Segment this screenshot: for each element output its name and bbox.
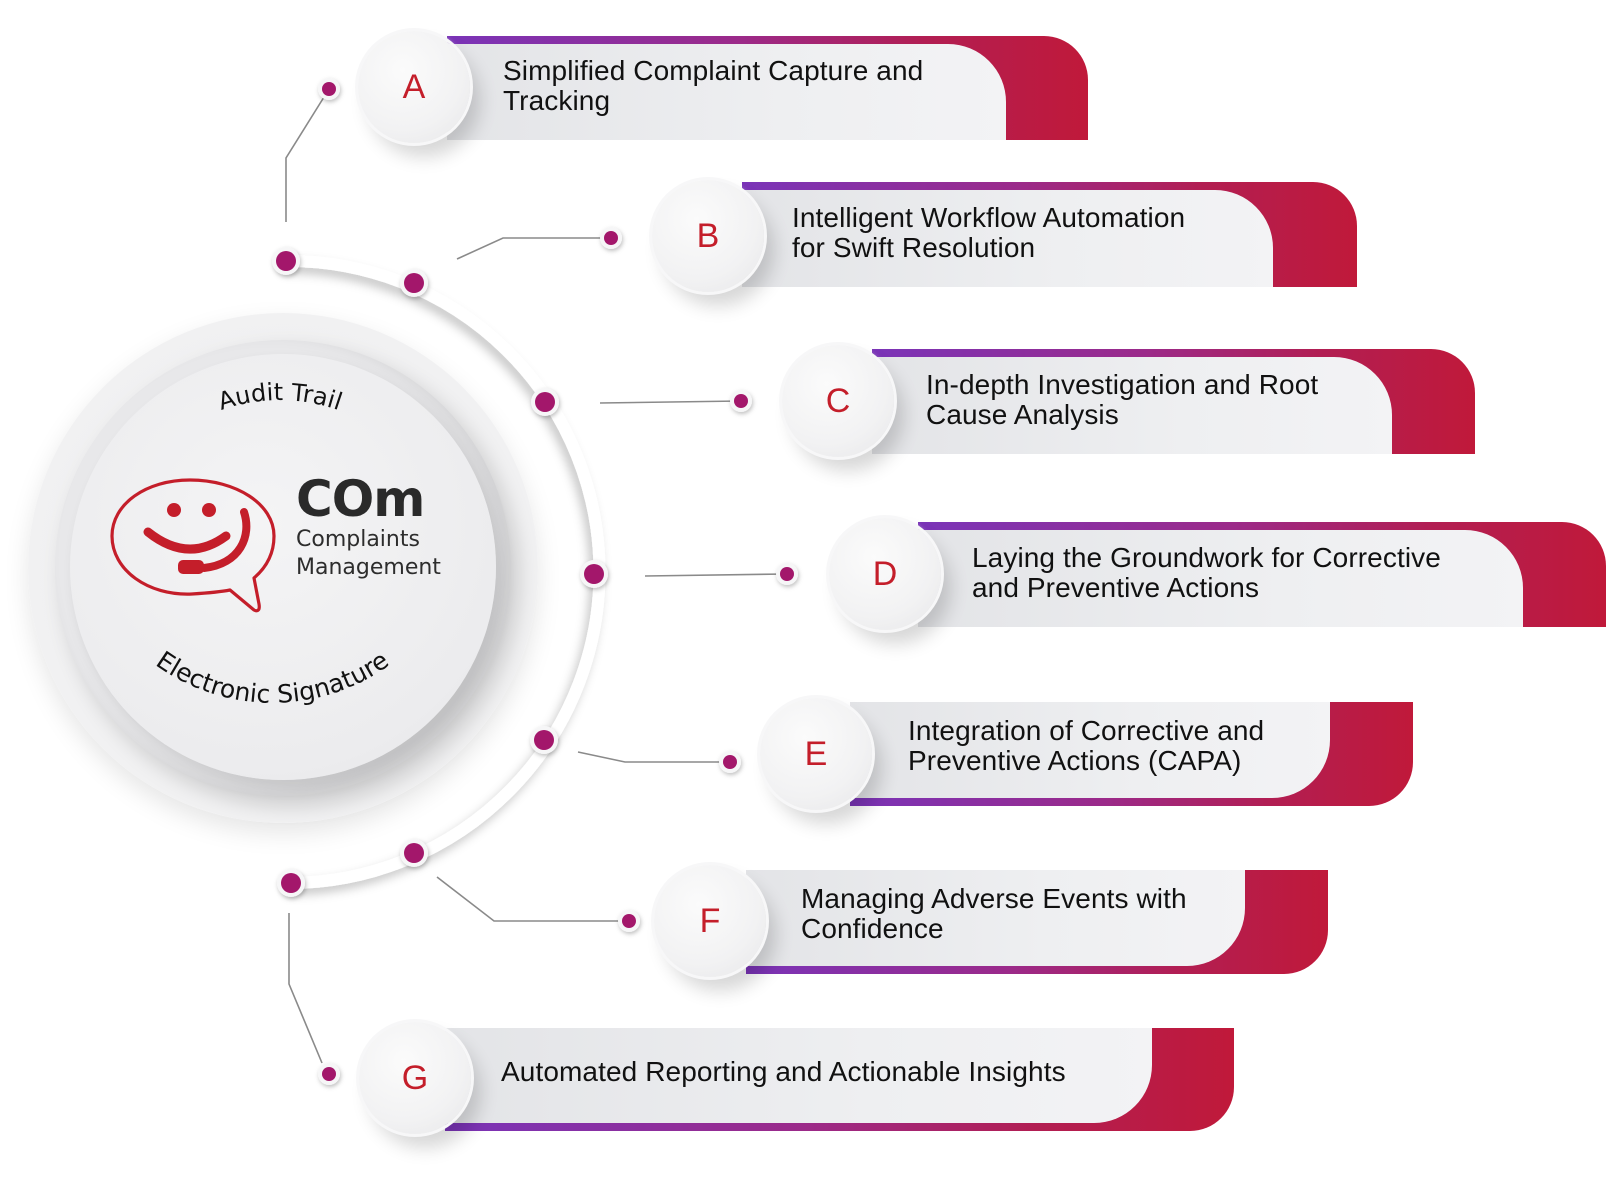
item-dots (318, 78, 798, 1085)
brand-subtitle-line2: Management (296, 555, 441, 580)
letter-badge: E (760, 698, 872, 810)
feature-bar (445, 1028, 1234, 1131)
connector-end-dot (618, 910, 640, 932)
feature-label: Automated Reporting and Actionable Insig… (501, 1055, 1066, 1087)
arc-node-dot (531, 388, 559, 416)
connector-c (599, 400, 742, 404)
connector-f (436, 876, 629, 922)
letter-badge: A (358, 31, 470, 143)
arc-node-dot (580, 560, 608, 588)
arc-node-dot (277, 869, 305, 897)
letter-label: E (804, 734, 828, 773)
connector-e (577, 751, 730, 763)
text-panel (850, 702, 1330, 798)
letter-label: B (696, 216, 720, 255)
text-panel (445, 1028, 1152, 1123)
brand-name: COm (296, 470, 425, 528)
feature-label-line2: Tracking (503, 85, 611, 116)
connector-lines (285, 88, 788, 1064)
feature-label-line1: Laying the Groundwork for Corrective (972, 541, 1441, 573)
feature-label-line2: Cause Analysis (926, 398, 1119, 430)
brand-subtitle-line1: Complaints (296, 527, 420, 552)
feature-label-line1: Integration of Corrective and (908, 715, 1265, 746)
connector-a (285, 88, 330, 222)
feature-label-line1: In-depth Investigation and Root (926, 368, 1319, 400)
audit-trail-label: Audit Trail (215, 378, 346, 416)
letter-badge: D (829, 518, 941, 630)
feature-bar (746, 870, 1328, 974)
feature-label-line2: Confidence (801, 913, 944, 944)
text-panel (746, 870, 1245, 966)
feature-label-line1: Managing Adverse Events with (801, 883, 1187, 914)
letter-badge: F (654, 865, 766, 977)
arc-node-dot (400, 839, 428, 867)
arc-node-dot (272, 247, 300, 275)
connector-end-dot (600, 227, 622, 249)
connector-b (456, 237, 611, 260)
letter-badge: B (652, 180, 764, 292)
brand-block: COm Complaints Management (296, 472, 441, 582)
letter-label: F (699, 901, 721, 940)
connector-d (644, 573, 788, 577)
feature-label-line2: for Swift Resolution (792, 231, 1036, 263)
text-panel (918, 530, 1523, 627)
electronic-signature-label: Electronic Signature (151, 645, 394, 708)
feature-label-line2: Preventive Actions (CAPA) (908, 745, 1242, 776)
letter-label: G (401, 1058, 429, 1097)
letter-badge: C (782, 345, 894, 457)
connector-end-dot (776, 563, 798, 585)
connector-end-dot (730, 390, 752, 412)
smiling-chat-bubble-headset-icon (110, 478, 276, 613)
feature-bar (447, 36, 1088, 140)
connector-end-dot (719, 751, 741, 773)
feature-bar (918, 522, 1606, 627)
feature-label-line1: Intelligent Workflow Automation (792, 201, 1186, 233)
letter-label: D (872, 554, 898, 593)
feature-label-line1: Simplified Complaint Capture and (503, 55, 924, 86)
connector-g (288, 913, 323, 1064)
feature-bar (742, 182, 1357, 287)
letter-label: A (402, 67, 426, 106)
text-panel (742, 190, 1273, 287)
feature-bar (850, 702, 1413, 806)
text-panel (872, 357, 1392, 454)
feature-label-line1: Automated Reporting and Actionable Insig… (501, 1055, 1066, 1087)
connector-end-dot (318, 78, 340, 100)
center-disc (70, 354, 496, 780)
letter-badge: G (359, 1022, 471, 1134)
arc-node-dot (400, 269, 428, 297)
feature-bar (872, 349, 1475, 454)
feature-label-line2: and Preventive Actions (972, 571, 1260, 603)
arc-node-dot (530, 726, 558, 754)
text-panel (447, 44, 1006, 140)
arc-dots (272, 247, 608, 897)
letter-label: C (825, 381, 851, 420)
connector-end-dot (318, 1063, 340, 1085)
